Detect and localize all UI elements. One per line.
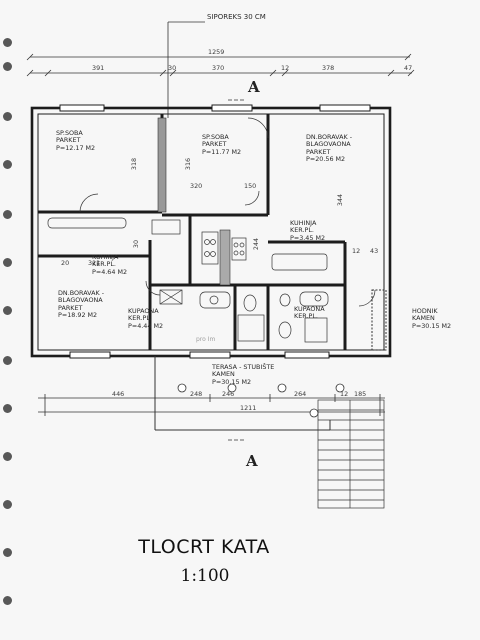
binder-hole: [3, 356, 12, 365]
binder-hole: [3, 404, 12, 413]
dimension-bottom: 446: [112, 390, 125, 398]
room-area: P=12.17 M2: [56, 143, 96, 152]
room-floor: KER.PL.: [128, 314, 152, 323]
drawing-scale: 1:100: [180, 566, 230, 586]
dimension-interior: 344: [336, 193, 345, 207]
room-area: P=18.92 M2: [58, 311, 98, 320]
dimension-interior: 150: [244, 182, 257, 190]
dimension-segment: 378: [322, 64, 335, 72]
dimension-segment: 391: [92, 64, 105, 72]
section-mark-bottom: A: [246, 452, 258, 470]
binder-hole: [3, 112, 12, 121]
room-label-terrace: TERASA - STUBIŠTE KAMEN P=30.15 M2: [212, 363, 275, 386]
dimension-segment: 30: [168, 64, 177, 72]
terrace-columns: [177, 383, 345, 418]
wall-hatch: [157, 117, 167, 213]
dimension-bottom-total: 1211: [240, 404, 257, 412]
room-name: DN.BORAVAK -: [58, 289, 105, 297]
room-floor: KER.PL.: [290, 226, 314, 235]
dimension-interior: 30: [132, 239, 141, 249]
drawing-title: TLOCRT KATA: [138, 536, 270, 558]
kitchen-fixtures: [47, 217, 328, 271]
room-floor: KAMEN: [212, 370, 235, 379]
room-label-kitchen-2: KUHINJA KER.PL. P=4.64 M2: [92, 253, 128, 276]
dimension-interior: 316: [184, 157, 193, 171]
room-area: P=30.15 M2: [412, 321, 452, 330]
dimension-interior: 12: [352, 247, 361, 255]
room-area: P=4.44 M2: [128, 321, 164, 330]
room-name: HODNIK: [412, 307, 438, 315]
bathroom-fixtures: [159, 289, 329, 343]
room-floor: KER.PL.: [92, 260, 116, 269]
room-area: P=4.64 M2: [92, 267, 128, 276]
wall-hatch: [219, 229, 231, 286]
binder-hole: [3, 500, 12, 509]
interior-walls: [38, 114, 347, 350]
dimension-bottom: 12: [340, 390, 349, 398]
binder-hole: [3, 548, 12, 557]
room-label-living-1: DN.BORAVAK - BLAGOVAONA PARKET P=20.56 M…: [306, 133, 353, 164]
room-area: P=30.15 M2: [212, 377, 252, 386]
room-name: TERASA - STUBIŠTE: [212, 363, 275, 371]
binder-hole: [3, 306, 12, 315]
room-subname: BLAGOVAONA: [306, 140, 351, 149]
dimension-bottom: 185: [354, 390, 367, 398]
dimension-interior: 20: [61, 259, 70, 267]
room-name: DN.BORAVAK -: [306, 133, 353, 141]
binder-holes: [0, 0, 22, 640]
section-mark-top: A: [248, 78, 260, 96]
room-subname: BLAGOVAONA: [58, 296, 103, 305]
binder-hole: [3, 452, 12, 461]
dimension-segment: 370: [212, 64, 225, 72]
dimension-interior: 320: [190, 182, 203, 190]
exterior-walls-inner: [37, 113, 385, 351]
watermark: pro Im: [196, 336, 216, 343]
binder-hole: [3, 596, 12, 605]
room-floor: PARKET: [58, 303, 83, 312]
dimension-bottom: 248: [190, 390, 203, 398]
room-area: P=11.77 M2: [202, 147, 242, 156]
dimension-interior: 244: [252, 237, 261, 251]
room-label-bedroom-2: SP.SOBA PARKET P=11.77 M2: [202, 133, 242, 156]
door-swings: [79, 117, 376, 307]
room-label-bathroom-2: KUPAONA KER.PL.: [294, 305, 325, 321]
binder-hole: [3, 210, 12, 219]
dimension-bottom: 246: [222, 390, 235, 398]
dimension-interior: 43: [370, 247, 379, 255]
room-area: P=20.56 M2: [306, 155, 346, 164]
binder-hole: [3, 62, 12, 71]
binder-hole: [3, 38, 12, 47]
dimension-interior: 311: [88, 259, 101, 267]
room-name: KUHINJA: [290, 219, 317, 227]
room-area: P=3.45 M2: [290, 233, 326, 242]
room-name: SP.SOBA: [202, 133, 229, 141]
room-label-living-2: DN.BORAVAK - BLAGOVAONA PARKET P=18.92 M…: [58, 289, 105, 320]
dimension-segment: 47: [404, 64, 413, 72]
binder-hole: [3, 160, 12, 169]
room-name: KUHINJA: [92, 253, 119, 261]
room-floor: PARKET: [202, 140, 227, 149]
dimension-overall: 1259: [208, 48, 225, 56]
room-floor: PARKET: [306, 147, 331, 156]
siporeks-note: SIPOREKS 30 CM: [207, 13, 266, 21]
stairs: [317, 399, 385, 509]
room-label-bathroom-1: KUPAONA KER.PL. P=4.44 M2: [128, 307, 164, 330]
dimension-interior: 318: [130, 157, 139, 171]
room-name: KUPAONA: [128, 307, 159, 315]
room-name: SP.SOBA: [56, 129, 83, 137]
room-floor: KAMEN: [412, 314, 435, 323]
room-label-bedroom-1: SP.SOBA PARKET P=12.17 M2: [56, 129, 96, 152]
windows: [59, 104, 371, 359]
room-floor: PARKET: [56, 136, 81, 145]
terrace: [154, 289, 387, 431]
room-label-hallway: HODNIK KAMEN P=30.15 M2: [412, 307, 452, 330]
room-floor: KER.PL.: [294, 312, 318, 321]
dimension-segment: 12: [281, 64, 290, 72]
room-name: KUPAONA: [294, 305, 325, 313]
room-label-kitchen-1: KUHINJA KER.PL. P=3.45 M2: [290, 219, 326, 242]
dimension-bottom: 264: [294, 390, 307, 398]
binder-hole: [3, 258, 12, 267]
